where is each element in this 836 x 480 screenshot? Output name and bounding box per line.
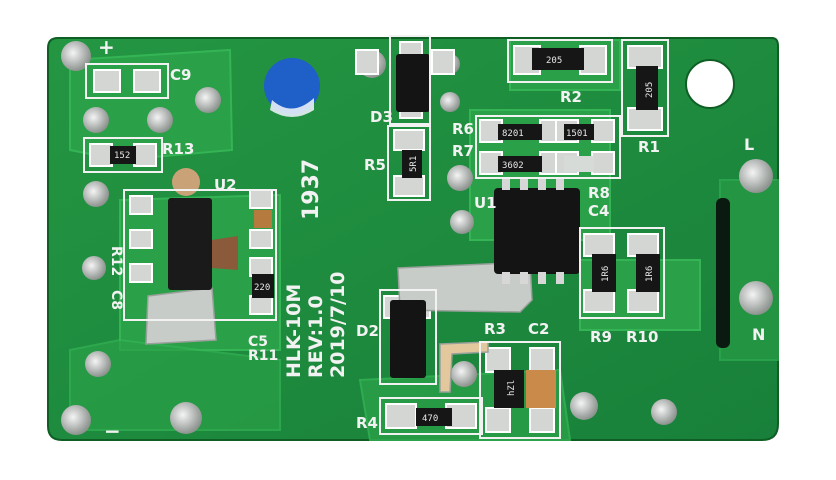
r8-label: R8 [588,184,610,202]
revision-label: REV:1.0 [305,295,327,378]
r6-marking: 8201 [502,129,524,139]
c2-label: C2 [528,320,549,338]
r1-marking: 205 [645,82,655,98]
r3-label: R3 [484,320,506,338]
l-terminal-label: L [744,135,754,154]
mounting-hole [685,59,735,109]
r6b-marking: 1501 [566,129,588,139]
r12-label: R12 [108,246,124,276]
r5-marking: 5R1 [409,156,419,172]
solder-joints [145,261,533,393]
r2-label: R2 [560,88,582,106]
model-label: HLK-10M [283,284,305,378]
d2-label: D2 [356,322,379,340]
r13-marking: 152 [114,151,130,161]
u1-label: U1 [474,194,497,212]
c4-label: C4 [588,202,609,220]
c5-label: C5 [248,334,268,350]
date-label: 2019/7/10 [327,272,349,378]
silkscreen-outlines [83,35,669,439]
minus-label: − [104,419,121,443]
isolation-slot [716,198,730,348]
r9-label: R9 [590,328,612,346]
r10-marking: 1R6 [645,266,655,282]
r10-label: R10 [626,328,658,346]
r6-label: R6 [452,120,474,138]
components [110,48,660,426]
r7-label: R7 [452,142,474,160]
r4-label: R4 [356,414,378,432]
d3-label: D3 [370,108,393,126]
r9-marking: 1R6 [601,266,611,282]
r11-label: R11 [248,348,278,364]
u2-label: U2 [214,176,237,194]
c8-label: C8 [108,290,124,310]
blue-paint-dot [264,58,320,114]
r5-label: R5 [364,156,386,174]
r1-label: R1 [638,138,660,156]
chip-markings: 205 205 152 5R1 8201 1501 3602 220 1R6 1… [114,56,655,424]
c5-marking: 220 [254,283,270,293]
c9-label: C9 [170,66,191,84]
smd-pads [89,41,663,433]
date-code-label: 1937 [299,159,324,220]
r4-marking: 470 [422,414,438,424]
n-terminal-label: N [752,325,765,344]
r13-label: R13 [162,140,194,158]
plus-label: + [98,35,115,59]
r7-marking: 3602 [502,161,524,171]
r3-marking: hZl [507,380,517,396]
r2-marking: 205 [546,56,562,66]
